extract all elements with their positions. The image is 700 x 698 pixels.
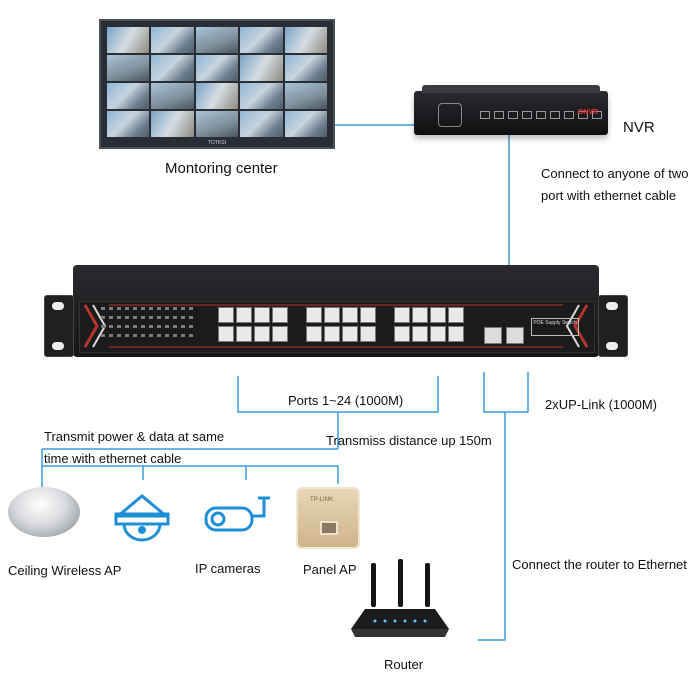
- transmit-label: Transmit power & data at same time with …: [44, 429, 225, 466]
- panel-brand-logo: TP-LINK: [310, 497, 334, 503]
- panel-ap-icon: TP-LINK: [296, 487, 360, 549]
- router-label: Router: [384, 657, 424, 672]
- connect-nvr-label: Connect to anyone of two port with ether…: [541, 166, 689, 203]
- router-icon: [351, 559, 449, 637]
- wall-brand-logo: TOTKSI: [208, 140, 226, 146]
- switch-ear-left: [44, 295, 74, 357]
- connect-router-label: Connect the router to Ethernet: [512, 557, 687, 572]
- ceiling-ap-icon: [8, 487, 80, 537]
- distance-label: Transmiss distance up 150m: [326, 433, 492, 448]
- uplink-to-router-line: [478, 412, 506, 641]
- switch-badge: POE Supply Switch: [531, 318, 579, 336]
- ethernet-ports-1-8: [218, 307, 288, 342]
- ceiling-ap-label: Ceiling Wireless AP: [8, 563, 122, 578]
- nvr-buttons: [480, 111, 602, 119]
- nvr-control-pad: [438, 103, 462, 127]
- panel-ap-label: Panel AP: [303, 562, 357, 577]
- video-wall: TOTKSI: [99, 19, 335, 149]
- nvr-logo: ONVR: [577, 109, 598, 116]
- switch-ear-right: [598, 295, 628, 357]
- uplink-bracket: [483, 372, 529, 413]
- nvr-device: ONVR: [414, 85, 608, 135]
- monitoring-center-label: Montoring center: [165, 160, 278, 177]
- switch-red-accents: [83, 304, 589, 348]
- ip-cameras-label: IP cameras: [195, 561, 261, 576]
- ports-label: Ports 1~24 (1000M): [288, 393, 404, 408]
- ethernet-ports-17-24: [394, 307, 464, 342]
- ethernet-ports-9-16: [306, 307, 376, 342]
- uplink-ports: [484, 327, 524, 344]
- switch-status-leds: [101, 307, 193, 337]
- dome-camera-icon: [113, 494, 171, 542]
- uplink-label: 2xUP-Link (1000M): [545, 397, 657, 412]
- bullet-camera-icon: [204, 496, 270, 532]
- nvr-label: NVR: [623, 119, 655, 136]
